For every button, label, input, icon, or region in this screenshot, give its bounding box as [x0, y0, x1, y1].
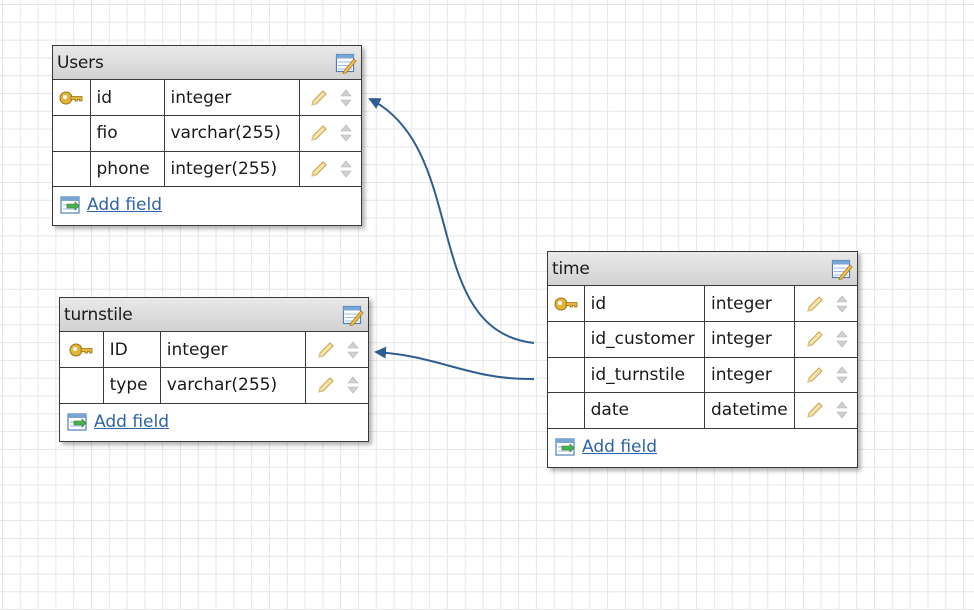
key-cell: [53, 151, 91, 187]
fields-table: id integer: [548, 286, 857, 429]
field-row[interactable]: fio varchar(255): [53, 115, 361, 152]
pencil-icon[interactable]: [805, 329, 825, 349]
reorder-arrows-icon[interactable]: [339, 159, 352, 179]
field-row[interactable]: id_turnstile integer: [548, 357, 857, 393]
add-field-label[interactable]: Add field: [94, 411, 169, 432]
reorder-arrows-icon[interactable]: [346, 375, 359, 395]
entity-header[interactable]: time: [548, 252, 857, 286]
key-cell: [53, 115, 91, 152]
primary-key-icon: [554, 297, 578, 310]
field-actions: [299, 115, 361, 152]
field-type[interactable]: integer(255): [164, 151, 300, 187]
field-row[interactable]: id_customer integer: [548, 321, 857, 358]
field-type[interactable]: datetime: [704, 392, 796, 429]
pencil-icon[interactable]: [316, 340, 336, 360]
key-cell: [548, 321, 585, 358]
entity-footer: Add field: [548, 429, 857, 464]
key-cell: [548, 286, 585, 322]
key-cell: [60, 367, 104, 404]
field-name[interactable]: id_turnstile: [584, 357, 705, 393]
add-field-label[interactable]: Add field: [582, 436, 657, 457]
field-name[interactable]: id: [584, 286, 705, 322]
reorder-arrows-icon[interactable]: [346, 340, 359, 360]
pencil-icon[interactable]: [805, 400, 825, 420]
pencil-icon[interactable]: [805, 365, 825, 385]
field-row[interactable]: type varchar(255): [60, 367, 368, 404]
field-actions: [794, 321, 857, 358]
edit-table-icon[interactable]: [335, 52, 357, 74]
field-actions: [794, 357, 857, 393]
fields-table: ID integer: [60, 332, 368, 404]
pencil-icon[interactable]: [309, 88, 329, 108]
primary-key-icon: [69, 343, 93, 356]
reorder-arrows-icon[interactable]: [339, 88, 352, 108]
reorder-arrows-icon[interactable]: [835, 400, 848, 420]
add-field-icon: [555, 437, 575, 456]
edit-table-icon[interactable]: [342, 304, 364, 326]
pencil-icon[interactable]: [309, 159, 329, 179]
key-cell: [60, 332, 104, 368]
add-field-button[interactable]: Add field: [67, 412, 169, 432]
reorder-arrows-icon[interactable]: [835, 329, 848, 349]
entity-title: Users: [57, 53, 104, 73]
field-actions: [794, 286, 857, 322]
field-name[interactable]: date: [584, 392, 705, 429]
field-type[interactable]: integer: [164, 80, 300, 116]
field-name[interactable]: fio: [90, 115, 165, 152]
field-name[interactable]: ID: [103, 332, 161, 368]
field-row[interactable]: date datetime: [548, 392, 857, 429]
field-name[interactable]: id: [90, 80, 165, 116]
entity-header[interactable]: Users: [53, 46, 361, 80]
entity-footer: Add field: [60, 404, 368, 439]
field-actions: [794, 392, 857, 429]
field-actions: [299, 151, 361, 187]
add-field-label[interactable]: Add field: [87, 195, 162, 215]
field-type[interactable]: integer: [160, 332, 307, 368]
key-cell: [53, 80, 91, 116]
primary-key-icon: [59, 91, 83, 104]
field-type[interactable]: integer: [704, 357, 796, 393]
reorder-arrows-icon[interactable]: [835, 365, 848, 385]
reorder-arrows-icon[interactable]: [339, 123, 352, 143]
field-actions: [305, 332, 368, 368]
entity-title: turnstile: [64, 305, 133, 325]
field-type[interactable]: varchar(255): [164, 115, 300, 152]
key-cell: [548, 357, 585, 393]
relation-time-id-customer-to-users-id[interactable]: [368, 98, 535, 344]
field-type[interactable]: integer: [704, 321, 796, 358]
add-field-button[interactable]: Add field: [60, 195, 162, 215]
add-field-icon: [60, 196, 80, 214]
entity-users[interactable]: Users: [52, 45, 362, 226]
pencil-icon[interactable]: [316, 375, 336, 395]
entity-time[interactable]: time: [547, 251, 858, 468]
add-field-button[interactable]: Add field: [555, 437, 657, 457]
add-field-icon: [67, 412, 87, 431]
edit-table-icon[interactable]: [831, 258, 853, 280]
pencil-icon[interactable]: [805, 294, 825, 314]
entity-title: time: [552, 259, 590, 279]
reorder-arrows-icon[interactable]: [835, 294, 848, 314]
relation-time-id-turnstile-to-turnstile-id[interactable]: [374, 346, 535, 381]
field-type[interactable]: integer: [704, 286, 796, 322]
entity-footer: Add field: [53, 187, 361, 222]
entity-header[interactable]: turnstile: [60, 298, 368, 332]
field-row[interactable]: id integer: [53, 80, 361, 116]
field-name[interactable]: phone: [90, 151, 165, 187]
entity-turnstile[interactable]: turnstile: [59, 297, 369, 442]
fields-table: id integer: [53, 80, 361, 187]
field-row[interactable]: id integer: [548, 286, 857, 322]
field-actions: [299, 80, 361, 116]
key-cell: [548, 392, 585, 429]
field-row[interactable]: phone integer(255): [53, 151, 361, 187]
field-row[interactable]: ID integer: [60, 332, 368, 368]
field-name[interactable]: type: [103, 367, 161, 404]
pencil-icon[interactable]: [309, 123, 329, 143]
field-name[interactable]: id_customer: [584, 321, 705, 358]
field-actions: [305, 367, 368, 404]
field-type[interactable]: varchar(255): [160, 367, 307, 404]
